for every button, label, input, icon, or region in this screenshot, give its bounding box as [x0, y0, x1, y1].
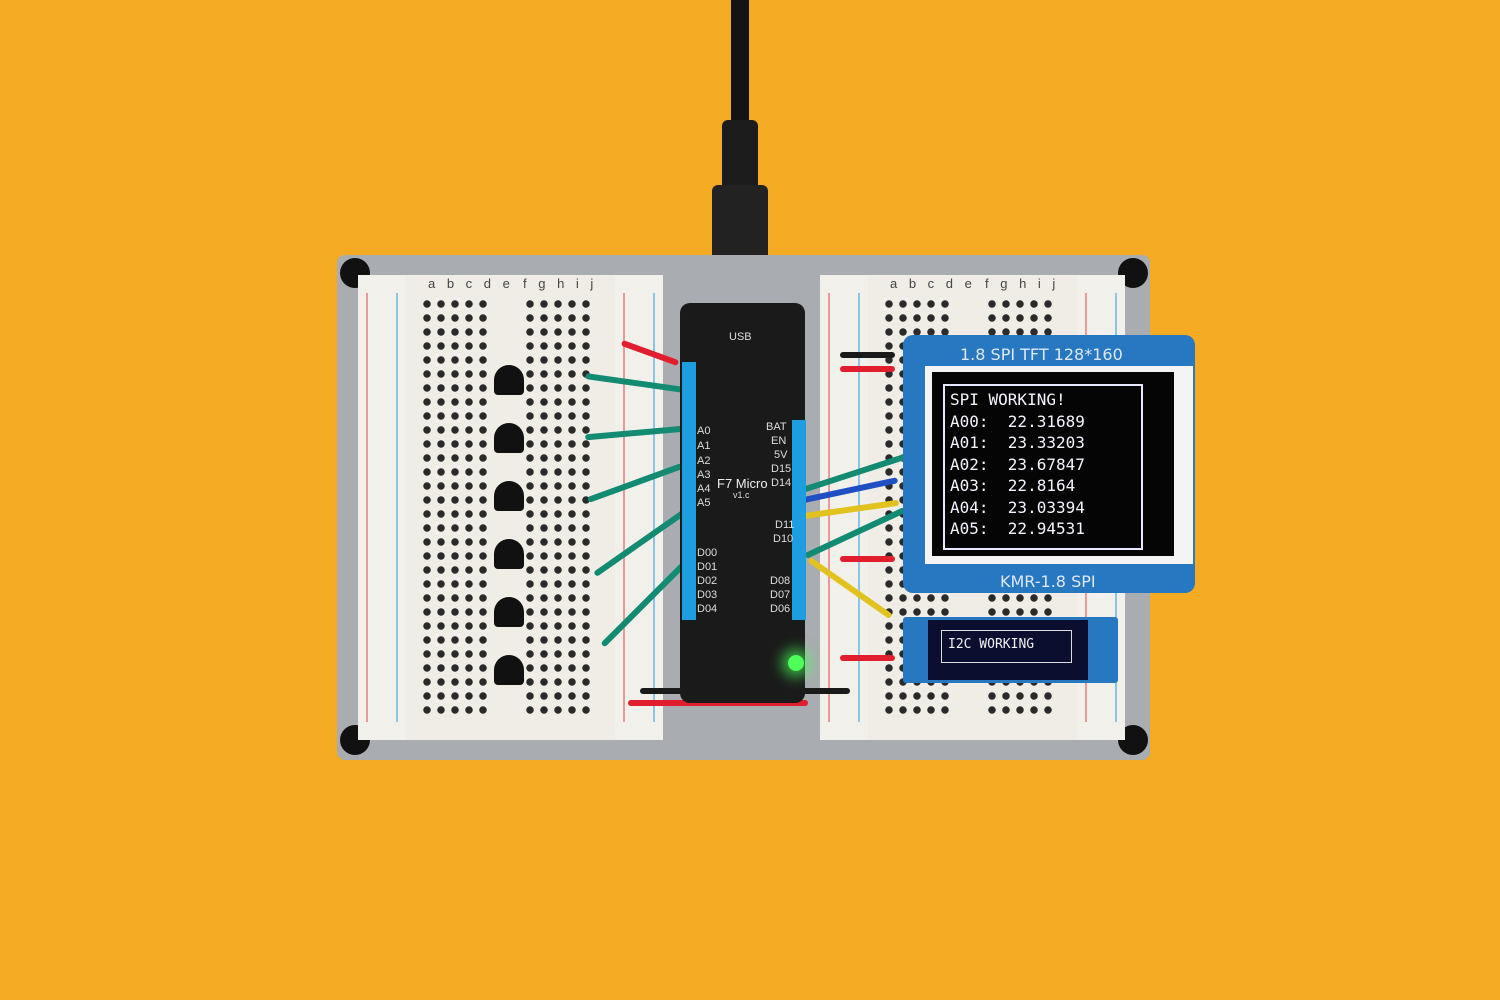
tft-text-border [943, 384, 1143, 550]
tft-line: A02: 23.67847 [950, 455, 1085, 474]
sensor-component [494, 655, 524, 685]
board-version: v1.c [733, 490, 750, 500]
pin-label: D07 [770, 589, 791, 601]
pin-label: D03 [697, 589, 718, 601]
tft-footer-label: KMR-1.8 SPI [1000, 572, 1096, 591]
column-letters: a b c d e [428, 276, 514, 291]
jumper-wire [840, 352, 895, 358]
pin-label: D10 [773, 533, 794, 545]
pin-label: A0 [697, 425, 711, 437]
jumper-wire [628, 700, 808, 706]
jumper-wire [840, 556, 895, 562]
pin-label: D04 [697, 603, 718, 615]
pin-label: D00 [697, 547, 718, 559]
tft-header-label: 1.8 SPI TFT 128*160 [960, 345, 1123, 364]
status-led [788, 655, 804, 671]
tft-line: A05: 22.94531 [950, 519, 1085, 538]
tft-line: SPI WORKING! [950, 390, 1066, 409]
jumper-wire [840, 366, 895, 372]
hole-grid [420, 297, 492, 717]
usb-cable-boot [722, 120, 758, 190]
pin-label: 5V [774, 449, 788, 461]
microcontroller-board [680, 303, 805, 703]
pin-label: EN [771, 435, 787, 447]
pin-header-right [792, 420, 806, 620]
pin-label: D15 [771, 463, 792, 475]
sensor-component [494, 539, 524, 569]
pin-header-left [682, 362, 696, 620]
usb-cable [731, 0, 749, 130]
jumper-wire [840, 655, 895, 661]
sensor-component [494, 423, 524, 453]
sensor-component [494, 597, 524, 627]
sensor-component [494, 365, 524, 395]
pin-label: A3 [697, 469, 711, 481]
tft-screen [932, 372, 1174, 556]
usb-label: USB [729, 331, 752, 343]
oled-text: I2C WORKING [948, 637, 1035, 652]
tft-line: A04: 23.03394 [950, 498, 1085, 517]
column-letters: f g h i j [523, 276, 598, 291]
pin-label: A4 [697, 483, 711, 495]
breadboard-left [358, 275, 663, 740]
board-name: F7 Micro [717, 476, 768, 491]
power-rail [358, 275, 406, 740]
pin-label: A2 [697, 455, 711, 467]
tft-line: A01: 23.33203 [950, 433, 1085, 452]
pin-label: A5 [697, 497, 711, 509]
column-letters: f g h i j [985, 276, 1060, 291]
pin-label: D11 [775, 519, 795, 531]
pin-label: D06 [770, 603, 791, 615]
pin-label: BAT [766, 421, 787, 433]
pin-label: A1 [697, 440, 711, 452]
pin-label: D01 [697, 561, 718, 573]
pin-label: D02 [697, 575, 718, 587]
oled-text-border [941, 630, 1072, 663]
pin-label: D08 [770, 575, 791, 587]
pin-label: D14 [771, 477, 792, 489]
sensor-component [494, 481, 524, 511]
tft-line: A03: 22.8164 [950, 476, 1076, 495]
hole-grid [523, 297, 595, 717]
tft-line: A00: 22.31689 [950, 412, 1085, 431]
column-letters: a b c d e [890, 276, 976, 291]
